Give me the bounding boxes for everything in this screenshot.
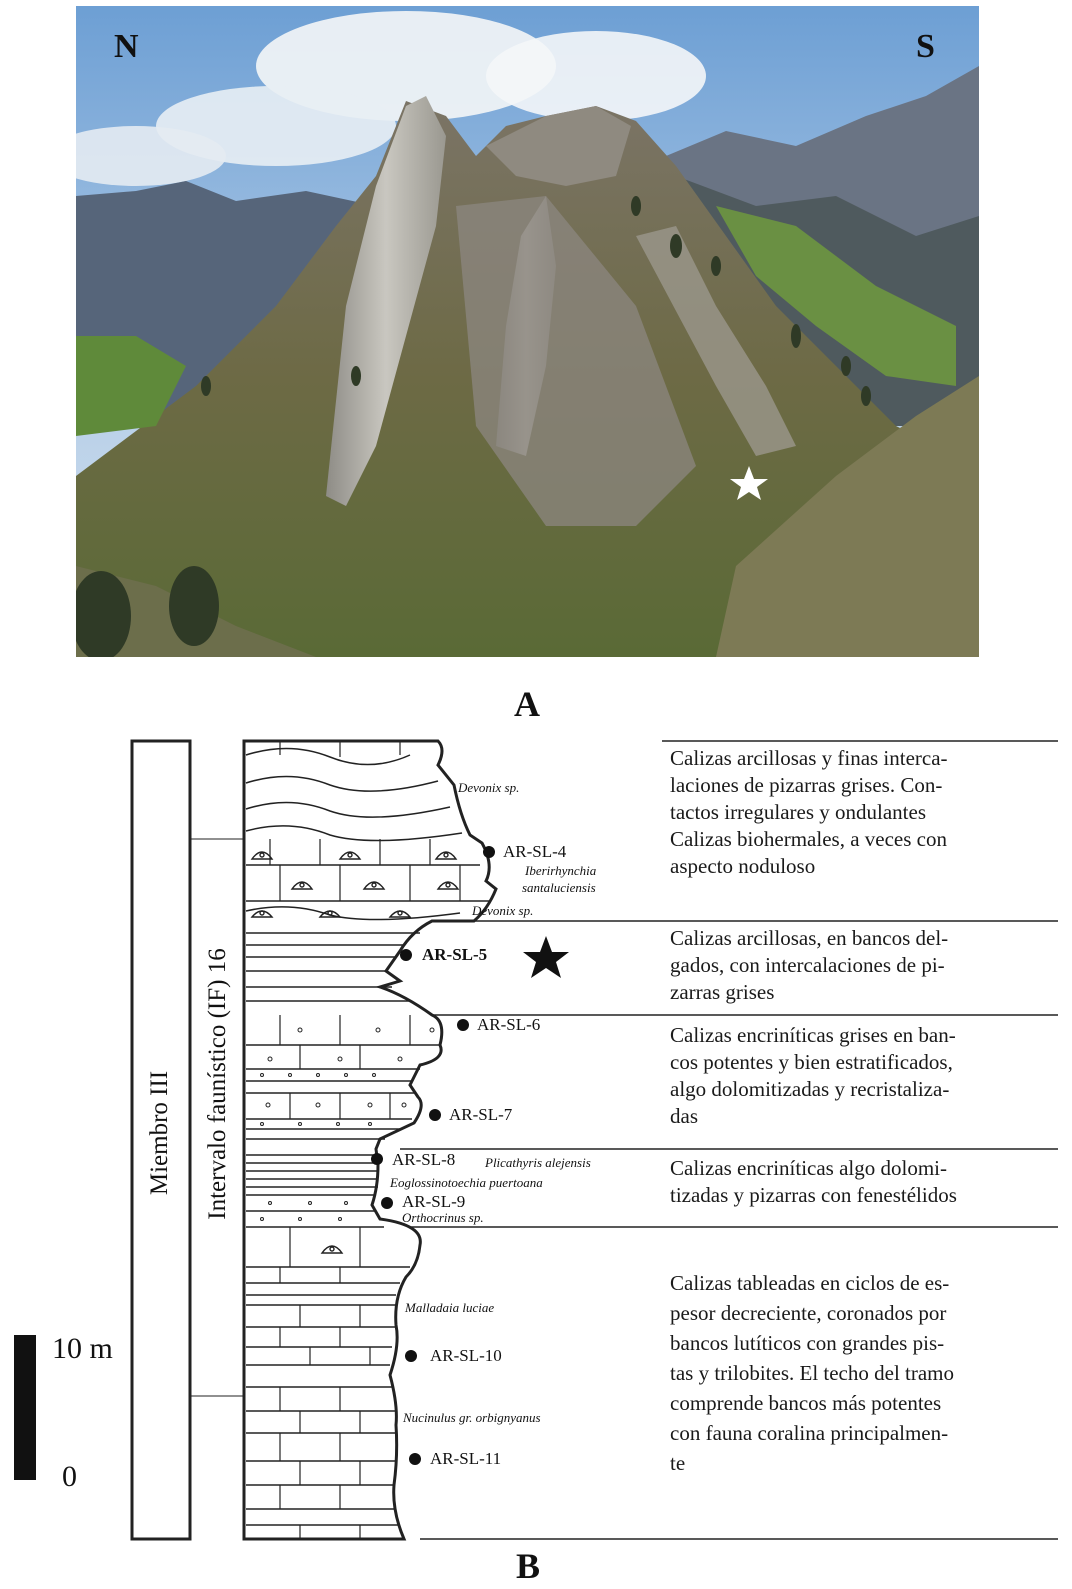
description-line: aspecto noduloso xyxy=(670,854,816,878)
description-line: pesor decreciente, coronados por xyxy=(670,1301,947,1325)
sample-dot xyxy=(381,1197,393,1209)
description-line: tizadas y pizarras con fenestélidos xyxy=(670,1183,957,1207)
description-line: con fauna coralina principalmen- xyxy=(670,1421,949,1445)
sample-label: AR-SL-6 xyxy=(477,1015,541,1034)
taxon-label: santaluciensis xyxy=(522,880,596,895)
description-line: Calizas encriníticas grises en ban- xyxy=(670,1023,956,1047)
sample-dot xyxy=(405,1350,417,1362)
scale-bottom-label: 0 xyxy=(62,1460,77,1493)
stratigraphic-column xyxy=(14,739,1058,1541)
panel-label-b: B xyxy=(516,1546,541,1586)
lithology-description: Calizas arcillosas y finas interca- laci… xyxy=(670,745,948,880)
description-line: Calizas arcillosas, en bancos del- xyxy=(670,926,949,950)
lithology-description: Calizas encriníticas algo dolomi- tizada… xyxy=(670,1155,957,1209)
sample-dot xyxy=(429,1109,441,1121)
description-line: tas y trilobites. El techo del tramo xyxy=(670,1361,955,1385)
sample-label: AR-SL-9 xyxy=(402,1192,466,1211)
description-line: gados, con intercalaciones de pi- xyxy=(670,953,945,977)
taxon-label: Nucinulus gr. orbignyanus xyxy=(403,1410,541,1425)
interval-label: Intervalo faunístico (IF) 16 xyxy=(204,948,231,1220)
sample-label: AR-SL-10 xyxy=(430,1346,502,1365)
south-label: S xyxy=(916,28,935,65)
sample-label: AR-SL-4 xyxy=(503,842,567,861)
member-label: Miembro III xyxy=(146,1070,173,1196)
sample-dot xyxy=(371,1153,383,1165)
description-line: das xyxy=(670,1104,698,1128)
description-line: comprende bancos más potentes xyxy=(670,1391,942,1415)
taxon-label: Devonix sp. xyxy=(472,903,534,918)
sample-dot xyxy=(400,949,412,961)
star-icon xyxy=(523,936,569,978)
sample-label: AR-SL-11 xyxy=(430,1449,502,1468)
mountain-photo xyxy=(76,6,979,657)
description-line: bancos lutíticos con grandes pis- xyxy=(670,1331,945,1355)
description-line: algo dolomitizadas y recristaliza- xyxy=(670,1077,950,1101)
sample-dot xyxy=(409,1453,421,1465)
sample-label: AR-SL-5 xyxy=(422,945,488,964)
locality-star-icon xyxy=(730,466,768,500)
description-line: tactos irregulares y ondulantes xyxy=(670,800,926,824)
description-line: cos potentes y bien estratificados, xyxy=(670,1050,953,1074)
description-line: te xyxy=(670,1451,686,1475)
description-line: Calizas encriníticas algo dolomi- xyxy=(670,1156,947,1180)
scale-bar xyxy=(14,1335,36,1480)
taxon-label: Devonix sp. xyxy=(458,780,520,795)
lithology-description: Calizas tableadas en ciclos de es- pesor… xyxy=(670,1268,954,1478)
north-label: N xyxy=(114,28,139,65)
lithology-description: Calizas encriníticas grises en ban- cos … xyxy=(670,1022,956,1130)
lithology-description: Calizas arcillosas, en bancos del- gados… xyxy=(670,925,948,1006)
taxon-label: Iberirhynchia xyxy=(525,863,597,878)
taxon-label: Plicathyris alejensis xyxy=(485,1155,591,1170)
taxon-label: Malladaia luciae xyxy=(405,1300,495,1315)
description-line: Calizas biohermales, a veces con xyxy=(670,827,947,851)
description-line: Calizas tableadas en ciclos de es- xyxy=(670,1271,950,1295)
description-line: zarras grises xyxy=(670,980,775,1004)
taxon-label: Orthocrinus sp. xyxy=(402,1210,484,1225)
sample-dot xyxy=(483,846,495,858)
description-line: laciones de pizarras grises. Con- xyxy=(670,773,943,797)
sample-dot xyxy=(457,1019,469,1031)
sample-label: AR-SL-7 xyxy=(449,1105,513,1124)
scale-top-label: 10 m xyxy=(52,1332,113,1365)
sample-label: AR-SL-8 xyxy=(392,1150,456,1169)
description-line: Calizas arcillosas y finas interca- xyxy=(670,746,948,770)
panel-label-a: A xyxy=(514,684,540,724)
taxon-label: Eoglossinotoechia puertoana xyxy=(390,1175,543,1190)
